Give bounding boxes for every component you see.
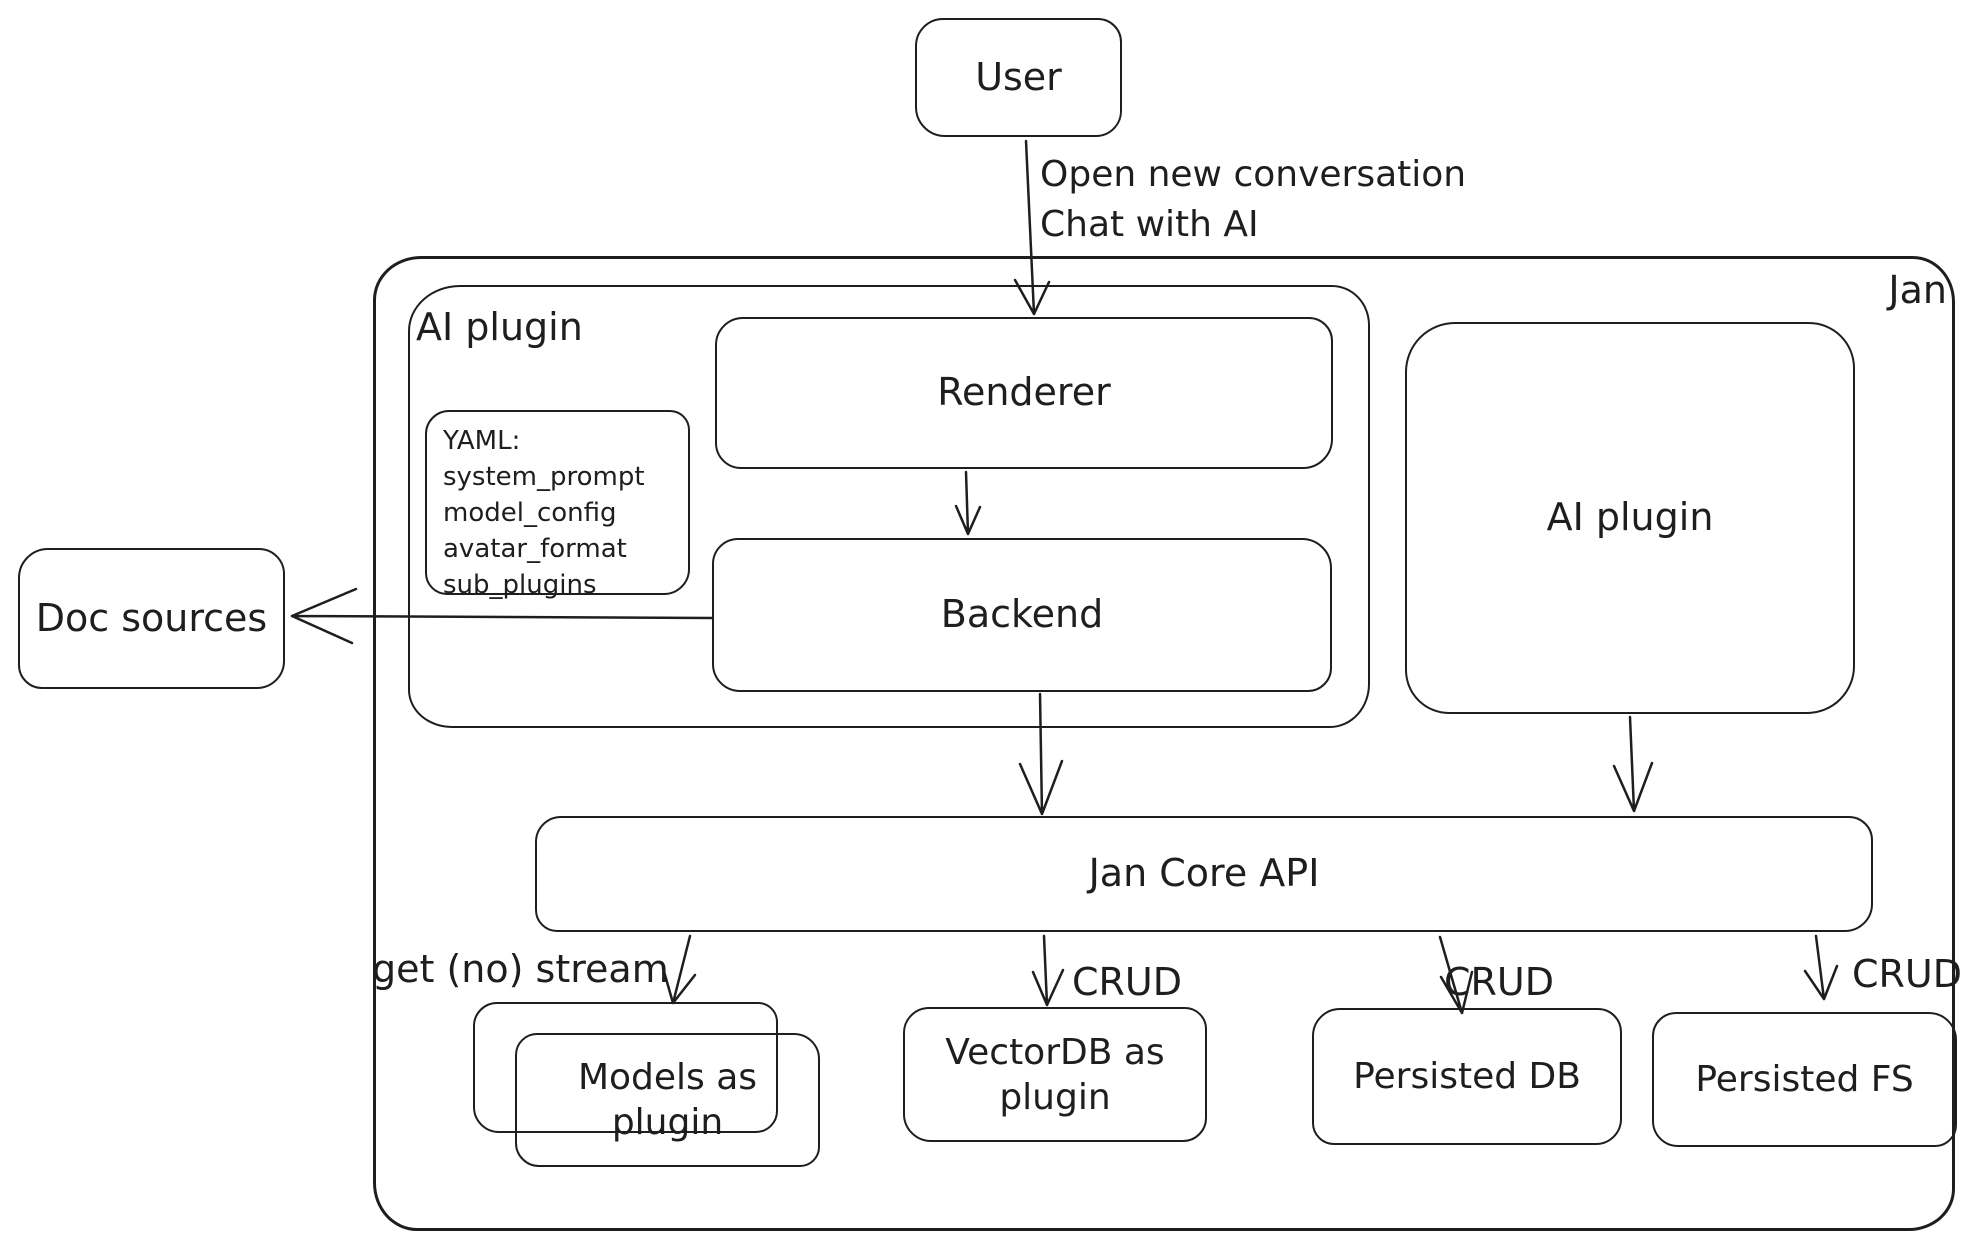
- ai-plugin-container-label: AI plugin: [416, 305, 583, 349]
- user-node: User: [915, 18, 1122, 137]
- edge-label-crud-vectordb: CRUD: [1072, 960, 1183, 1004]
- backend-node: Backend: [712, 538, 1332, 692]
- jan-container-box: [373, 256, 1955, 1231]
- edge-label-crud-persisted-fs: CRUD: [1852, 952, 1963, 996]
- vectordb-as-plugin-node: VectorDB as plugin: [903, 1007, 1207, 1142]
- doc-sources-node: Doc sources: [18, 548, 285, 689]
- yaml-note: YAML: system_prompt model_config avatar_…: [425, 410, 690, 600]
- edge-label-get-no-stream: get (no) stream: [372, 947, 669, 991]
- persisted-fs-node: Persisted FS: [1652, 1012, 1957, 1147]
- models-as-plugin-node: Models as plugin: [515, 1033, 820, 1167]
- persisted-db-node: Persisted DB: [1312, 1008, 1622, 1145]
- edge-label-open-conversation: Open new conversation Chat with AI: [1040, 154, 1467, 246]
- renderer-node: Renderer: [715, 317, 1333, 469]
- models-as-plugin-back-box: [473, 1002, 778, 1133]
- jan-container-label: Jan: [1888, 268, 1947, 312]
- ai-plugin-container-box: [408, 285, 1370, 728]
- edge-label-crud-persisted-db: CRUD: [1444, 960, 1555, 1004]
- ai-plugin-right-node: AI plugin: [1405, 322, 1855, 714]
- jan-core-api-node: Jan Core API: [535, 816, 1873, 932]
